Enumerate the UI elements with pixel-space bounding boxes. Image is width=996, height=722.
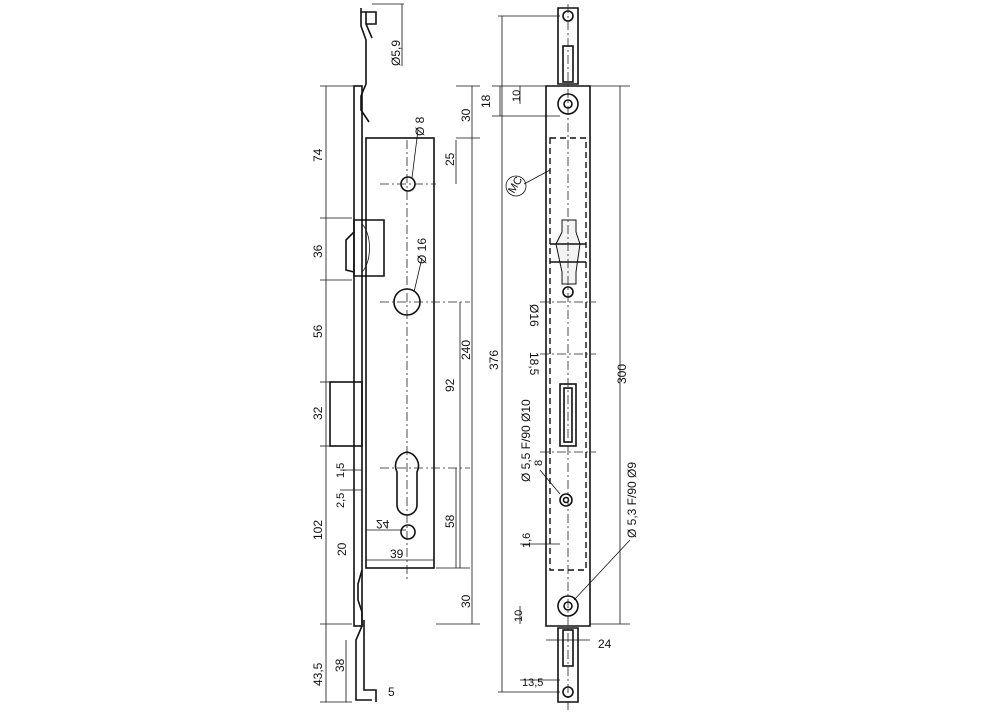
front-top-rod bbox=[557, 7, 579, 85]
bottom-rod bbox=[355, 569, 372, 701]
dim-dia-16-front: Ø16 bbox=[527, 304, 541, 327]
dim-1-6: 1,6 bbox=[521, 533, 533, 548]
mc-marker bbox=[505, 175, 527, 197]
dim-39: 39 bbox=[390, 547, 404, 561]
dim-8-front: 8 bbox=[533, 460, 545, 466]
front-view: 18 10 MC Ø16 18,5 300 Ø 5,5 F/90 Ø10 8 Ø… bbox=[479, 4, 639, 712]
top-rod bbox=[360, 8, 370, 123]
side-view: Ø5,9 30 74 Ø 8 25 36 Ø 16 56 240 92 32 1… bbox=[311, 3, 503, 703]
dim-25: 25 bbox=[443, 152, 457, 166]
dim-2-5: 2,5 bbox=[335, 493, 347, 508]
dim-32: 32 bbox=[311, 406, 325, 420]
latch-window bbox=[555, 219, 581, 285]
dim-18-5: 18,5 bbox=[527, 352, 541, 376]
screw-hole-spec: Ø 5,5 F/90 Ø10 bbox=[519, 399, 533, 482]
dim-30-top: 30 bbox=[459, 108, 473, 122]
fixing-hole bbox=[400, 524, 416, 540]
countersunk-spec: Ø 5,3 F/90 Ø9 bbox=[625, 462, 639, 538]
dim-10-bottom: 10 bbox=[513, 610, 525, 622]
dim-18: 18 bbox=[479, 94, 493, 108]
dim-56: 56 bbox=[311, 324, 325, 338]
screw-hole bbox=[559, 493, 573, 507]
dim-58: 58 bbox=[443, 514, 457, 528]
dead-bolt bbox=[329, 381, 363, 447]
dim-1-5: 1,5 bbox=[335, 463, 347, 478]
dim-24: 24 bbox=[376, 517, 390, 531]
dim-102: 102 bbox=[311, 520, 325, 540]
faceplate bbox=[353, 85, 363, 627]
dim-300: 300 bbox=[615, 364, 629, 384]
dim-dia-8: Ø 8 bbox=[413, 116, 427, 136]
dim-36: 36 bbox=[311, 244, 325, 258]
front-faceplate bbox=[545, 85, 591, 627]
lock-case bbox=[365, 137, 435, 569]
dim-30-bottom: 30 bbox=[459, 594, 473, 608]
dim-5: 5 bbox=[388, 685, 395, 699]
dim-13-5: 13,5 bbox=[522, 677, 543, 689]
dim-92: 92 bbox=[443, 378, 457, 392]
dim-20: 20 bbox=[335, 542, 349, 556]
dim-10-top: 10 bbox=[511, 90, 523, 102]
dim-376: 376 bbox=[487, 350, 501, 370]
front-bottom-rod bbox=[557, 627, 579, 703]
dim-43-5: 43,5 bbox=[311, 662, 325, 686]
dim-38: 38 bbox=[333, 658, 347, 672]
dim-74: 74 bbox=[311, 148, 325, 162]
latch-bolt bbox=[345, 219, 385, 277]
dim-240: 240 bbox=[459, 340, 473, 360]
dim-hole-top: Ø5,9 bbox=[389, 40, 403, 66]
dim-24-front: 24 bbox=[598, 637, 612, 651]
dim-dia-16: Ø 16 bbox=[415, 238, 429, 264]
